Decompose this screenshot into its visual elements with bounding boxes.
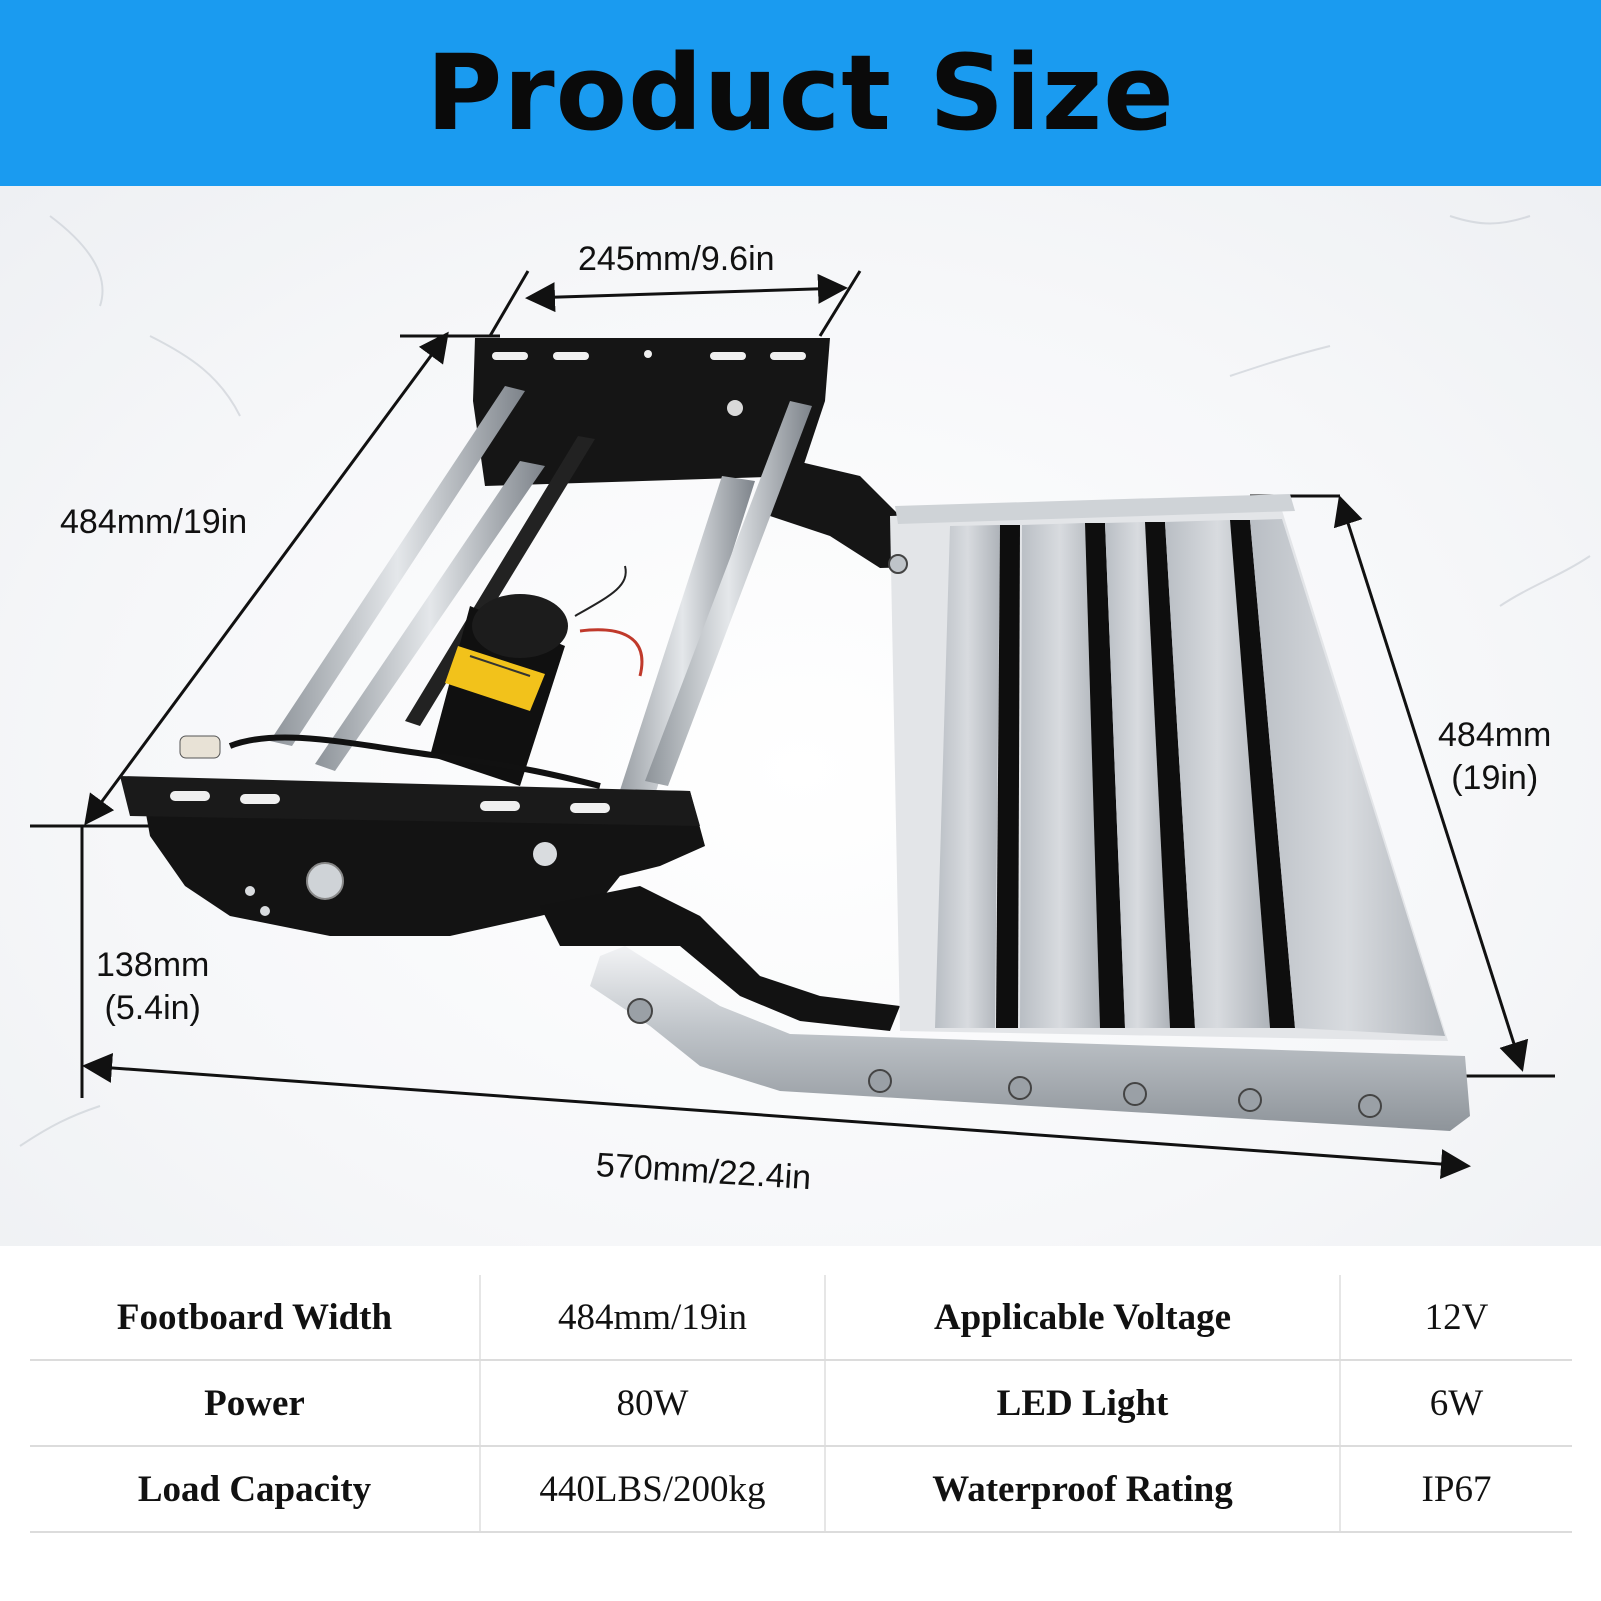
dimension-lines bbox=[30, 270, 1555, 1180]
spec-value: 80W bbox=[480, 1360, 826, 1447]
table-row: Power 80W LED Light 6W bbox=[30, 1360, 1572, 1447]
left-depth-label: 484mm/19in bbox=[60, 503, 248, 541]
spec-table: Footboard Width 484mm/19in Applicable Vo… bbox=[30, 1275, 1572, 1533]
spec-label: Footboard Width bbox=[30, 1275, 481, 1361]
spec-label: Load Capacity bbox=[30, 1446, 481, 1533]
motor bbox=[430, 565, 644, 786]
table-row: Load Capacity 440LBS/200kg Waterproof Ra… bbox=[30, 1446, 1572, 1533]
front-tube bbox=[590, 554, 1470, 1131]
height-in: (5.4in) bbox=[104, 988, 201, 1027]
lower-frame bbox=[120, 734, 900, 1031]
right-width-label: 484mm (19in) bbox=[1438, 714, 1551, 799]
product-illustration bbox=[19, 215, 1591, 1180]
spec-label: Applicable Voltage bbox=[825, 1275, 1341, 1361]
height-label: 138mm (5.4in) bbox=[96, 944, 209, 1029]
footboard bbox=[890, 494, 1448, 1041]
spec-label: Waterproof Rating bbox=[825, 1446, 1341, 1533]
page-title: Product Size bbox=[426, 32, 1175, 154]
spec-value: 6W bbox=[1340, 1360, 1572, 1447]
support-rods bbox=[270, 386, 812, 826]
spec-value: 440LBS/200kg bbox=[480, 1446, 826, 1533]
top-width-label: 245mm/9.6in bbox=[578, 240, 775, 278]
right-width-in: (19in) bbox=[1451, 758, 1539, 797]
height-mm: 138mm bbox=[96, 946, 210, 984]
spec-value: IP67 bbox=[1340, 1446, 1572, 1533]
top-mounting-plate bbox=[473, 338, 830, 486]
right-width-mm: 484mm bbox=[1438, 716, 1552, 754]
product-diagram: 245mm/9.6in 484mm/19in 484mm (19in) 138m… bbox=[0, 186, 1601, 1246]
spec-label: LED Light bbox=[825, 1360, 1341, 1447]
title-banner: Product Size bbox=[0, 0, 1601, 186]
table-row: Footboard Width 484mm/19in Applicable Vo… bbox=[30, 1275, 1572, 1361]
spec-value: 12V bbox=[1340, 1275, 1572, 1361]
spec-value: 484mm/19in bbox=[480, 1275, 826, 1361]
spec-label: Power bbox=[30, 1360, 481, 1447]
